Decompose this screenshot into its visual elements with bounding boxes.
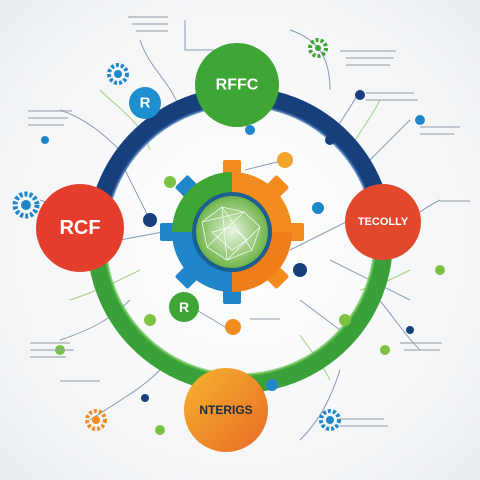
node-r-top-circle: [129, 87, 161, 119]
node-r-top-label: R: [140, 95, 151, 112]
network-dots: [41, 90, 445, 435]
node-r-center-label: R: [179, 299, 189, 315]
node-r-center-circle: [169, 292, 199, 322]
center-gear: [160, 160, 304, 304]
node-rffc-circle: [195, 43, 279, 127]
node-tecolly-label: TECOLLY: [358, 216, 409, 228]
node-tecolly[interactable]: TECOLLY: [345, 184, 421, 260]
node-rffc-label: RFFC: [216, 77, 259, 94]
node-rffc[interactable]: RFFC: [195, 43, 279, 127]
node-r-center[interactable]: R: [169, 292, 199, 322]
node-nterigs-label: NTERIGS: [199, 403, 252, 417]
node-rcf-circle: [36, 184, 124, 272]
node-nterigs[interactable]: NTERIGS: [184, 368, 268, 452]
node-nterigs-circle: [184, 368, 268, 452]
decorative-text-lines: [28, 16, 470, 427]
node-tecolly-circle: [345, 184, 421, 260]
node-rcf[interactable]: RCF: [36, 184, 124, 272]
node-rcf-label: RCF: [59, 217, 100, 239]
small-gears: [12, 38, 341, 431]
node-r-top[interactable]: R: [129, 87, 161, 119]
